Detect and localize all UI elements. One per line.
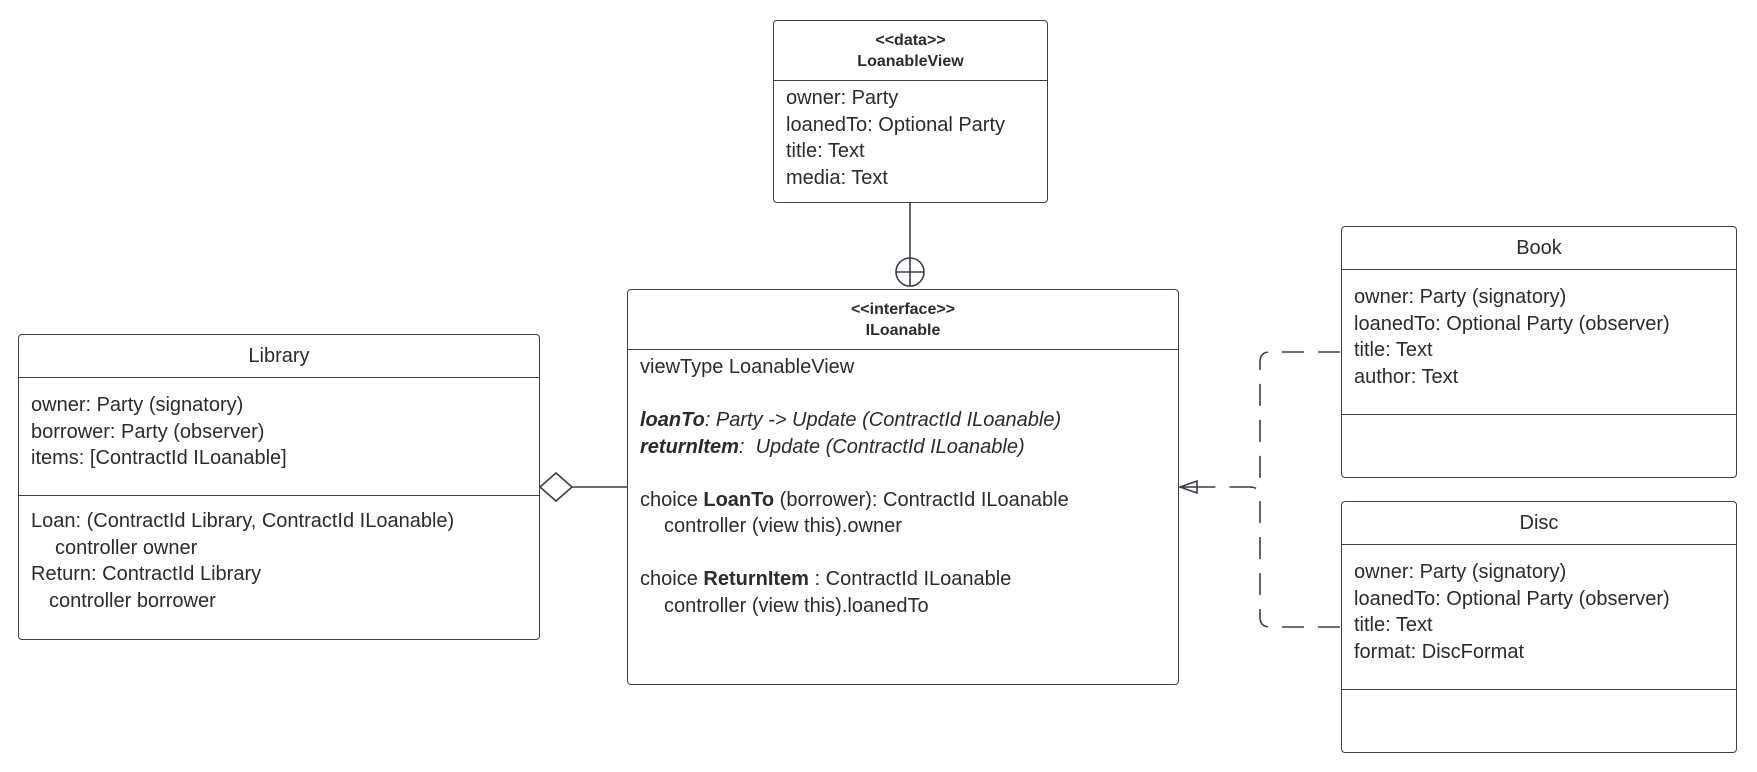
disc-field: owner: Party (signatory) xyxy=(1354,561,1567,583)
book-field: title: Text xyxy=(1354,339,1433,361)
aggregation-diamond xyxy=(538,471,574,503)
loanable-view-name: LoanableView xyxy=(857,52,964,70)
book-methods xyxy=(1342,414,1736,474)
iloanable-method-loan-to: loanTo: Party -> Update (ContractId ILoa… xyxy=(640,407,1166,434)
iloanable-choice-return-item: choice ReturnItem : ContractId ILoanable xyxy=(640,566,1166,593)
iloanable-header: <<interface>> ILoanable xyxy=(628,290,1178,350)
book-field: author: Text xyxy=(1354,365,1459,388)
library-methods: Loan: (ContractId Library, ContractId IL… xyxy=(19,495,539,622)
iloanable-choice-return-item-controller: controller (view this).loanedTo xyxy=(664,594,929,617)
loanable-view-fields: owner: Party loanedTo: Optional Party ti… xyxy=(774,81,1047,199)
book-field: loanedTo: Optional Party (observer) xyxy=(1354,312,1670,335)
loanable-view-field: owner: Party xyxy=(786,87,899,109)
disc-field: title: Text xyxy=(1354,614,1433,636)
book-field: owner: Party (signatory) xyxy=(1354,286,1567,308)
spacer xyxy=(640,381,1166,408)
disc-fields: owner: Party (signatory) loanedTo: Optio… xyxy=(1342,545,1736,689)
disc-methods xyxy=(1342,689,1736,749)
loanable-view-field: title: Text xyxy=(786,140,865,162)
disc-header: Disc xyxy=(1342,502,1736,545)
method-signature: : Update (ContractId ILoanable) xyxy=(738,435,1025,458)
iloanable-body: viewType LoanableView loanTo: Party -> U… xyxy=(628,350,1178,627)
loanable-view-class[interactable]: <<data>> LoanableView owner: Party loane… xyxy=(773,20,1048,203)
library-header: Library xyxy=(19,335,539,378)
loanable-view-field: loanedTo: Optional Party xyxy=(786,113,1006,136)
library-field: borrower: Party (observer) xyxy=(31,420,265,443)
book-class[interactable]: Book owner: Party (signatory) loanedTo: … xyxy=(1341,226,1737,478)
spacer xyxy=(640,540,1166,567)
spacer xyxy=(640,460,1166,487)
library-method-loan: Loan: (ContractId Library, ContractId IL… xyxy=(31,510,455,532)
choice-keyword: choice xyxy=(640,568,704,590)
library-fields: owner: Party (signatory) borrower: Party… xyxy=(19,378,539,495)
loanable-view-field: media: Text xyxy=(786,166,888,189)
iloanable-choice-loan-to: choice LoanTo (borrower): ContractId ILo… xyxy=(640,487,1166,514)
library-field: owner: Party (signatory) xyxy=(31,394,244,416)
choice-keyword: choice xyxy=(640,488,704,511)
iloanable-method-return-item: returnItem: Update (ContractId ILoanable… xyxy=(640,434,1166,461)
containment-connector xyxy=(895,202,925,287)
method-name: returnItem xyxy=(640,435,739,458)
disc-class[interactable]: Disc owner: Party (signatory) loanedTo: … xyxy=(1341,501,1737,753)
iloanable-stereotype: <<interface>> xyxy=(850,300,956,318)
iloanable-view-type: viewType LoanableView xyxy=(640,356,855,378)
choice-signature: : ContractId ILoanable xyxy=(808,568,1012,590)
iloanable-choice-loan-to-controller: controller (view this).owner xyxy=(664,515,902,537)
library-field: items: [ContractId ILoanable] xyxy=(31,447,287,469)
choice-name: LoanTo xyxy=(703,488,775,511)
choice-name: ReturnItem xyxy=(703,568,809,590)
book-name: Book xyxy=(1516,237,1562,259)
disc-field: loanedTo: Optional Party (observer) xyxy=(1354,587,1670,610)
library-class[interactable]: Library owner: Party (signatory) borrowe… xyxy=(18,334,540,640)
library-method-loan-controller: controller owner xyxy=(55,536,198,559)
iloanable-name: ILoanable xyxy=(865,321,941,339)
aggregation-connector xyxy=(538,471,628,503)
library-name: Library xyxy=(248,345,310,367)
loanable-view-header: <<data>> LoanableView xyxy=(774,21,1047,81)
loanable-view-stereotype: <<data>> xyxy=(875,31,946,49)
library-method-return: Return: ContractId Library xyxy=(31,563,262,585)
choice-signature: (borrower): ContractId ILoanable xyxy=(774,488,1069,511)
method-name: loanTo xyxy=(640,409,705,431)
book-fields: owner: Party (signatory) loanedTo: Optio… xyxy=(1342,270,1736,414)
realization-connector xyxy=(1180,351,1340,628)
book-header: Book xyxy=(1342,227,1736,270)
disc-field: format: DiscFormat xyxy=(1354,640,1525,663)
disc-name: Disc xyxy=(1519,512,1559,534)
method-signature: : Party -> Update (ContractId ILoanable) xyxy=(704,409,1062,431)
library-method-return-controller: controller borrower xyxy=(49,589,216,612)
iloanable-interface[interactable]: <<interface>> ILoanable viewType Loanabl… xyxy=(627,289,1179,685)
